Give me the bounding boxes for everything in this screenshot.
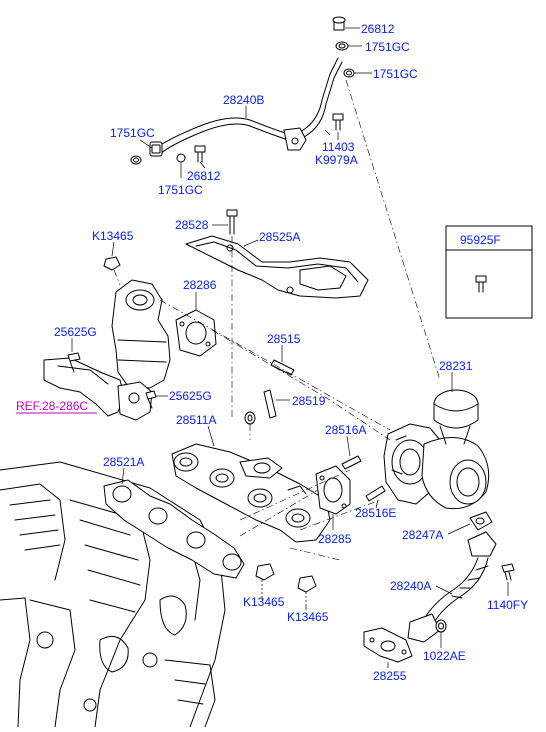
callout-28240b[interactable]: 28240B (223, 93, 264, 107)
callout-28516e[interactable]: 28516E (355, 506, 396, 520)
alignment-lines (113, 236, 391, 606)
callout-1751gc-c[interactable]: 1751GC (110, 126, 155, 140)
callout-28286[interactable]: 28286 (183, 278, 217, 292)
turbocharger-28231 (383, 389, 490, 510)
callout-28240a[interactable]: 28240A (390, 579, 431, 593)
inset-95925f (445, 225, 533, 319)
callout-28515[interactable]: 28515 (267, 332, 301, 346)
callout-1022ae[interactable]: 1022AE (423, 649, 466, 663)
callout-26812-b[interactable]: 26812 (187, 169, 221, 183)
callout-k13465-a[interactable]: K13465 (92, 229, 134, 243)
callout-28255[interactable]: 28255 (373, 669, 407, 683)
callout-28285[interactable]: 28285 (318, 532, 352, 546)
heat-shield-28525a (185, 209, 369, 299)
callout-28247a[interactable]: 28247A (402, 528, 443, 542)
exhaust-manifold-28511a (171, 411, 331, 543)
callout-k9979a[interactable]: K9979A (315, 153, 358, 167)
gasket-28286 (175, 309, 217, 357)
callout-28519[interactable]: 28519 (292, 394, 326, 408)
callout-1751gc-b[interactable]: 1751GC (373, 67, 418, 81)
callout-1751gc-d[interactable]: 1751GC (158, 183, 203, 197)
callout-11403[interactable]: 11403 (322, 140, 355, 154)
studs (263, 359, 386, 502)
callout-25625g-a[interactable]: 25625G (54, 325, 97, 339)
inset-label-95925f[interactable]: 95925F (460, 233, 501, 247)
turbo-gasket-28285 (315, 465, 351, 515)
callout-26812-top[interactable]: 26812 (361, 22, 395, 36)
callout-28511a[interactable]: 28511A (176, 413, 216, 427)
callout-labels: 26812 1751GC 1751GC 28240B 1751GC 11403 … (16, 22, 528, 683)
inset-box (445, 225, 533, 319)
callout-1751gc-a[interactable]: 1751GC (365, 40, 410, 54)
callout-28516a[interactable]: 28516A (325, 423, 366, 437)
callout-1140fy[interactable]: 1140FY (487, 598, 528, 612)
callout-ref-28-286c[interactable]: REF.28-286C (16, 399, 88, 413)
callout-28525a[interactable]: 28525A (259, 230, 300, 244)
callout-k13465-c[interactable]: K13465 (287, 610, 329, 624)
callout-28528[interactable]: 28528 (175, 218, 209, 232)
callout-28231[interactable]: 28231 (439, 359, 473, 373)
leader-lines (71, 27, 509, 668)
catalytic-converter (43, 256, 171, 421)
oil-feed-pipe-28240b (130, 16, 441, 381)
callout-28521a[interactable]: 28521A (103, 455, 144, 469)
manifold-gasket-28521a (103, 479, 317, 593)
callout-25625g-b[interactable]: 25625G (169, 389, 212, 403)
callout-k13465-b[interactable]: K13465 (243, 595, 285, 609)
oil-return-pipe-28240a (363, 511, 515, 663)
engine-block (0, 461, 226, 728)
